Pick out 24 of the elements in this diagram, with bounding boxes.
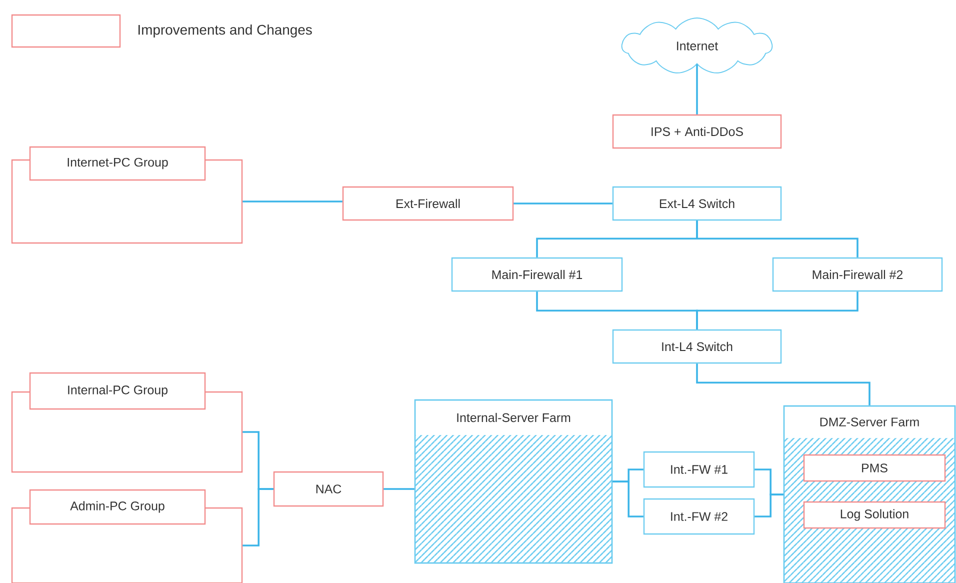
device-box: Main-Firewall #1 (451, 257, 623, 292)
device-box: NAC (273, 471, 384, 507)
device-box: Int.-FW #1 (643, 451, 755, 488)
connector-line (696, 364, 870, 406)
device-box: Ext-Firewall (342, 186, 514, 221)
device-box: IPS + Anti-DDoS (612, 114, 782, 149)
connector-line (696, 220, 858, 258)
pc-group-box: Internal-PC Group (11, 372, 243, 473)
device-box: Log Solution (803, 501, 946, 529)
connector-line (242, 200, 342, 202)
connector-line (514, 202, 612, 204)
pc-group-box: Internet-PC Group (11, 146, 243, 244)
device-box: Int.-FW #2 (643, 498, 755, 535)
connector-line (696, 292, 858, 330)
device-box: Ext-L4 Switch (612, 186, 782, 221)
connector-line (242, 488, 274, 546)
connector-line (612, 480, 644, 518)
device-box: Main-Firewall #2 (772, 257, 943, 292)
pc-group-box: Admin-PC Group (11, 489, 243, 583)
device-box: Int-L4 Switch (612, 329, 782, 364)
device-box: PMS (803, 454, 946, 482)
legend-label: Improvements and Changes (138, 24, 312, 38)
connector-line (384, 488, 414, 490)
connector-line (754, 494, 784, 518)
